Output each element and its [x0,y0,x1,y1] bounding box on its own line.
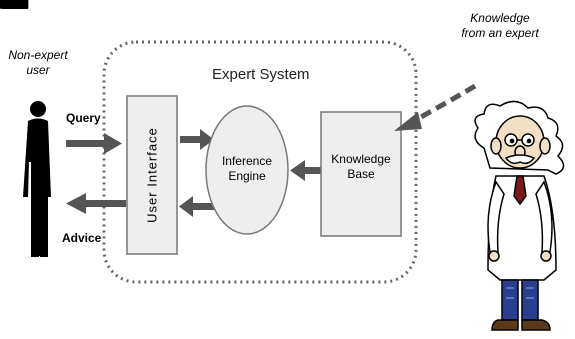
inference-engine-label-line1: Inference [221,154,273,168]
top-left-fragment-mark [2,0,28,9]
knowledge-base-box [320,111,402,237]
expert-knowledge-label-line2: from an expert [461,26,539,40]
kb-to-inference-arrow [290,160,322,181]
user-interface-box [126,95,178,255]
expert-knowledge-arrow [394,83,477,131]
expert-knowledge-label-line1: Knowledge [470,11,530,25]
advice-label: Advice [62,231,102,245]
inference-engine-label-line2: Engine [228,169,266,183]
top-left-fragment: ▇▇ [ ] [0,0,30,9]
knowledge-base-label-line2: Base [347,167,375,181]
scientist-cartoon-icon [474,100,565,331]
inference-to-ui-arrow [179,196,218,217]
expert-knowledge-label: Knowledge from an expert [446,11,554,41]
non-expert-label-line2: user [26,63,50,77]
inference-engine-ellipse [205,105,289,235]
query-arrow [66,133,122,154]
person-silhouette-icon [23,101,51,257]
knowledge-base-label-line1: Knowledge [331,152,391,166]
inference-engine-label: Inference Engine [218,154,276,184]
user-interface-label: User Interface [144,127,160,223]
non-expert-label-line1: Non-expert [8,48,68,62]
query-label: Query [66,111,101,125]
knowledge-base-label: Knowledge Base [325,152,397,182]
ui-to-inference-arrow [180,129,214,150]
advice-arrow [66,193,126,214]
non-expert-label: Non-expert user [6,48,70,78]
expert-system-title: Expert System [212,66,310,83]
expert-system-boundary [102,40,418,284]
